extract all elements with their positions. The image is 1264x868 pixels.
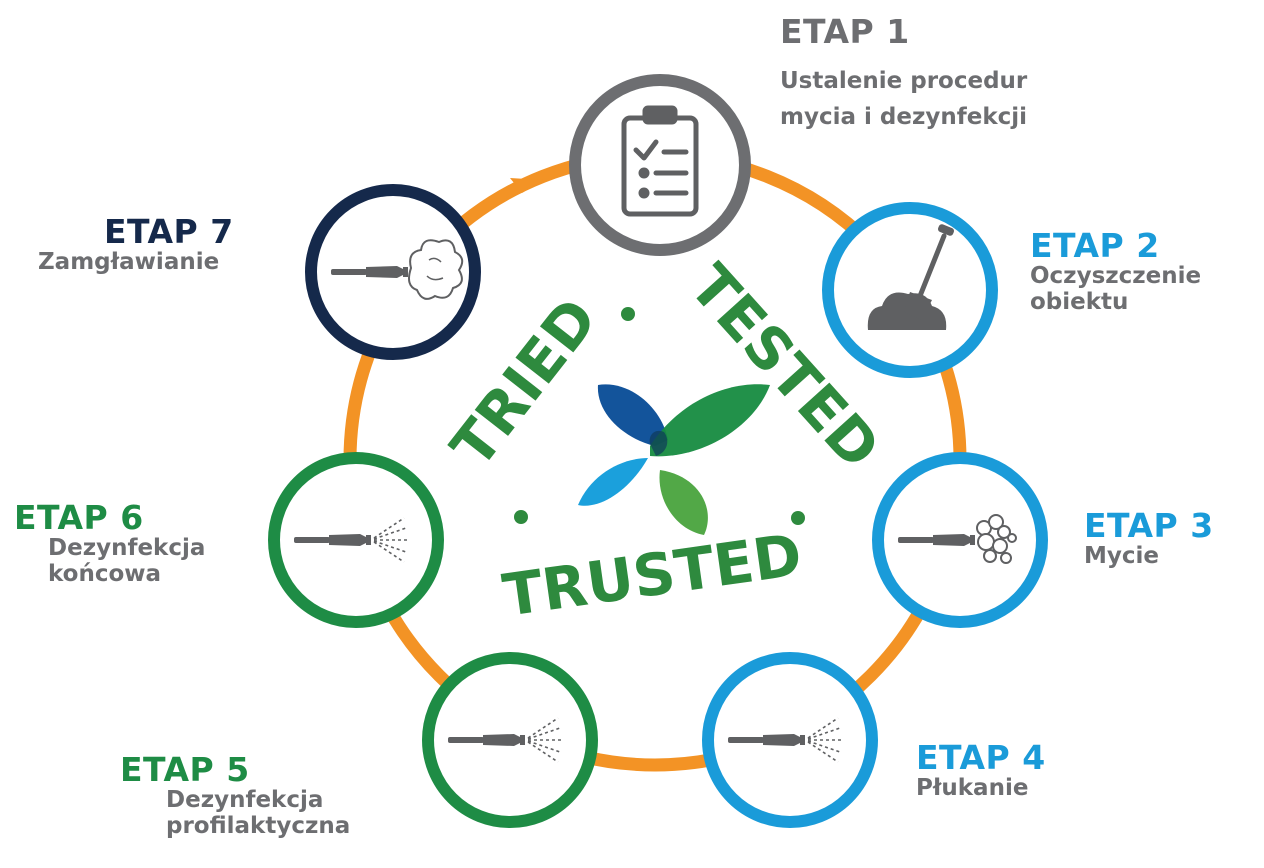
fogger-icon — [331, 239, 464, 300]
stage-5-description: Dezynfekcja profilaktyczna — [166, 787, 351, 839]
clipboard-checklist-icon — [621, 105, 699, 217]
stage-5-title: ETAP 5 — [120, 750, 250, 789]
stage-1-label: ETAP 1 Ustalenie procedur mycia i dezynf… — [780, 12, 1028, 136]
stage-5-circle — [422, 652, 598, 828]
stage-4-label: ETAP 4 Płukanie — [916, 738, 1046, 802]
stage-2-label: ETAP 2 Oczyszczenie obiektu — [1030, 226, 1202, 315]
stage-4-title: ETAP 4 — [916, 738, 1046, 777]
stage-1-title: ETAP 1 — [780, 12, 910, 51]
shovel-icon — [867, 224, 955, 330]
petal-logo-icon — [578, 384, 770, 535]
stage-5-label: ETAP 5 Dezynfekcja profilaktyczna — [120, 750, 351, 839]
stage-1-description: Ustalenie procedur mycia i dezynfekcji — [780, 68, 1028, 130]
stage-7-title: ETAP 7 — [104, 212, 234, 251]
stage-6-circle — [268, 452, 444, 628]
badge-word-trusted: TRUSTED — [499, 521, 806, 630]
stage-6-description: Dezynfekcja końcowa — [48, 535, 206, 587]
foam-lance-icon — [898, 514, 1017, 564]
stage-3-description: Mycie — [1084, 543, 1159, 570]
stage-7-label: ETAP 7 Zamgławianie — [38, 212, 234, 276]
stage-7-circle — [305, 184, 481, 360]
stage-2-circle — [822, 202, 998, 378]
stage-3-circle — [872, 452, 1048, 628]
stage-4-circle — [702, 652, 878, 828]
stage-7-description: Zamgławianie — [38, 249, 220, 276]
stage-4-description: Płukanie — [916, 775, 1029, 802]
badge-dot-top — [621, 307, 635, 321]
badge-dot-right — [791, 511, 805, 525]
stage-2-title: ETAP 2 — [1030, 226, 1160, 265]
stage-6-label: ETAP 6 Dezynfekcja końcowa — [14, 498, 206, 587]
stage-2-description: Oczyszczenie obiektu — [1030, 263, 1202, 315]
stage-3-label: ETAP 3 Mycie — [1084, 506, 1214, 570]
cycle-arrow-icon — [510, 178, 543, 193]
stage-1-circle — [569, 74, 751, 256]
stage-3-title: ETAP 3 — [1084, 506, 1214, 545]
stage-6-title: ETAP 6 — [14, 498, 144, 537]
badge-dot-left — [514, 510, 528, 524]
